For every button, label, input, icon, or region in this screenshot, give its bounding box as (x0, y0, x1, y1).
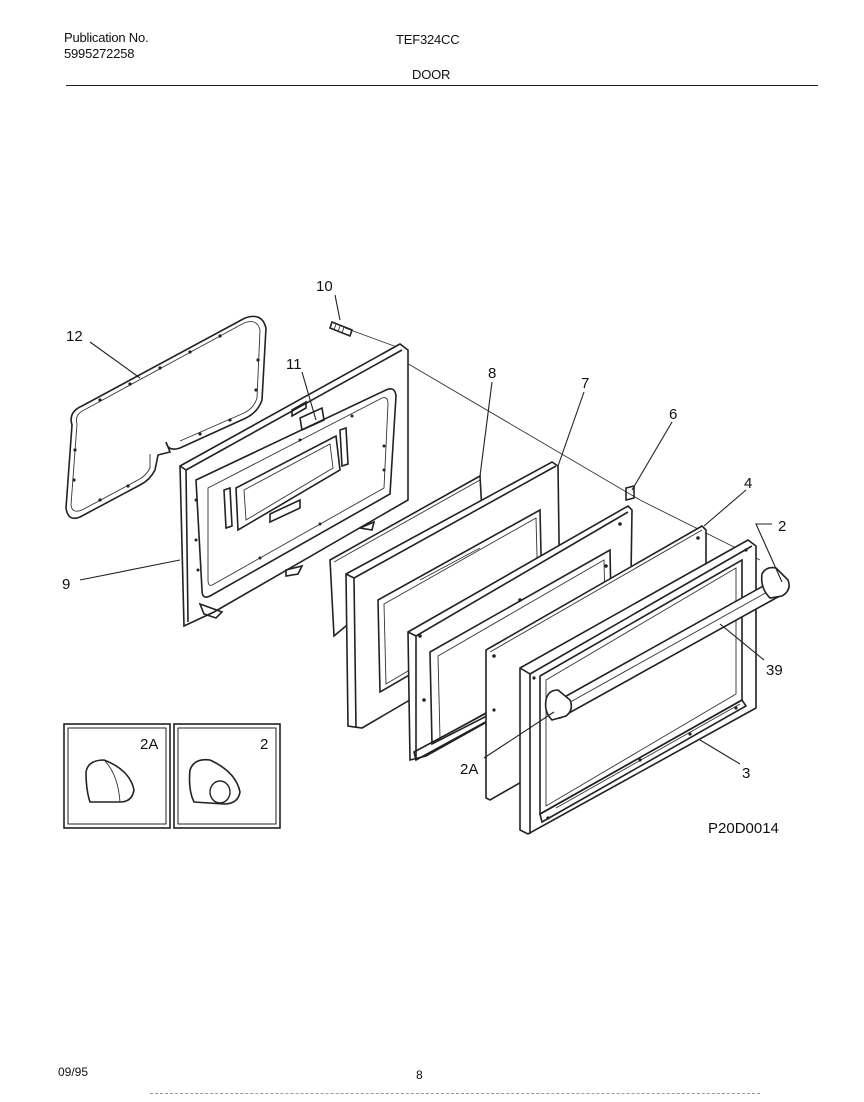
inset-2: 2 (173, 723, 281, 829)
leader-lines (79, 294, 783, 765)
diagram-code: P20D0014 (708, 820, 779, 837)
header-rule (66, 85, 818, 86)
publication-label: Publication No. (64, 30, 149, 45)
callout-11: 11 (286, 356, 302, 373)
callout-3: 3 (742, 765, 750, 782)
inset-2a-label: 2A (140, 736, 158, 753)
publication-number: 5995272258 (64, 46, 135, 61)
part-3-door-frame (519, 539, 757, 835)
inset-2a: 2A (63, 723, 171, 829)
callout-7: 7 (581, 375, 589, 392)
callout-4: 4 (744, 475, 752, 492)
part-9-door-liner (179, 343, 409, 628)
callout-9: 9 (62, 576, 70, 593)
part-12-gasket (65, 315, 267, 520)
page-number: 8 (416, 1068, 423, 1082)
callout-39: 39 (766, 662, 783, 679)
callout-2a: 2A (460, 761, 478, 778)
footer-rule (150, 1093, 760, 1094)
callout-2: 2 (778, 518, 786, 535)
footer-date: 09/95 (58, 1065, 89, 1079)
callout-6: 6 (669, 406, 677, 423)
callout-8: 8 (488, 365, 496, 382)
inset-2-label: 2 (260, 736, 268, 753)
part-39-handle (544, 566, 790, 721)
callout-12: 12 (66, 328, 83, 345)
section-title: DOOR (412, 67, 451, 82)
model-number: TEF324CC (396, 32, 460, 47)
part-10-screw (329, 320, 353, 338)
callout-10: 10 (316, 278, 333, 295)
